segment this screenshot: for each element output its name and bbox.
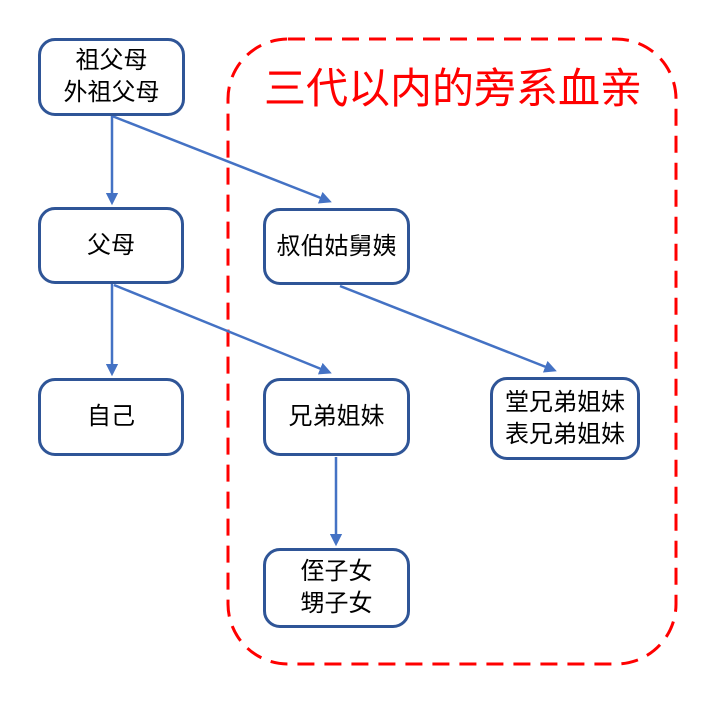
node-siblings: 兄弟姐妹 [263,378,410,456]
node-parents: 父母 [38,207,184,284]
edge-parents-siblings [113,283,332,375]
group-title: 三代以内的旁系血亲 [263,65,642,112]
group-boundary-dashed [226,37,678,666]
edge-grandparents-uncles-aunts [111,114,332,204]
edge-uncles-aunts-cousins [339,284,557,373]
node-uncles-aunts: 叔伯姑舅姨 [263,208,410,285]
node-cousins: 堂兄弟姐妹 表兄弟姐妹 [490,377,640,460]
node-nephews-nieces: 侄子女 甥子女 [263,548,410,628]
node-grandparents: 祖父母 外祖父母 [38,38,185,116]
node-self: 自己 [38,378,184,456]
